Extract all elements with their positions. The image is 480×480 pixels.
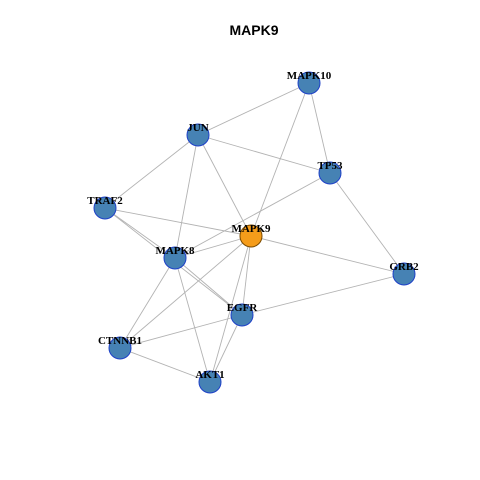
node-label-ctnnb1: CTNNB1 [98, 335, 142, 347]
edge-jun-tp53 [197, 134, 331, 174]
edge-mapk10-tp53 [308, 82, 331, 174]
node-jun [186, 123, 210, 147]
edge-jun-mapk8 [174, 134, 199, 259]
edge-mapk8-egfr [174, 257, 243, 316]
node-label-traf2: TRAF2 [87, 195, 123, 207]
node-label-egfr: EGFR [227, 302, 259, 314]
edge-traf2-mapk8 [104, 207, 176, 259]
edge-mapk9-akt1 [209, 235, 252, 383]
edge-mapk8-ctnnb1 [119, 257, 176, 349]
node-mapk9 [239, 224, 263, 248]
node-mapk10 [297, 71, 321, 95]
node-ctnnb1 [108, 336, 132, 360]
edge-tp53-grb2 [329, 172, 405, 275]
edge-mapk10-mapk9 [250, 82, 310, 237]
edge-mapk9-grb2 [250, 235, 405, 275]
node-layer [93, 71, 416, 394]
edge-jun-mapk10 [197, 82, 310, 136]
node-traf2 [93, 196, 117, 220]
node-label-mapk10: MAPK10 [287, 70, 332, 82]
edge-egfr-ctnnb1 [119, 314, 243, 349]
node-label-mapk9: MAPK9 [231, 223, 271, 235]
edge-mapk9-ctnnb1 [119, 235, 252, 349]
node-label-jun: JUN [187, 122, 208, 134]
node-akt1 [198, 370, 222, 394]
edge-layer [104, 82, 405, 383]
diagram-title: MAPK9 [229, 22, 278, 38]
edge-egfr-akt1 [209, 314, 243, 383]
edge-mapk9-mapk8 [174, 235, 252, 259]
edge-mapk9-egfr [241, 235, 252, 316]
node-mapk8 [163, 246, 187, 270]
node-tp53 [318, 161, 342, 185]
node-grb2 [392, 262, 416, 286]
node-label-akt1: AKT1 [195, 369, 224, 381]
node-label-grb2: GRB2 [389, 261, 419, 273]
edge-mapk8-akt1 [174, 257, 211, 383]
edge-traf2-mapk9 [104, 207, 252, 237]
edge-grb2-egfr [241, 273, 405, 316]
edge-ctnnb1-akt1 [119, 347, 211, 383]
edge-jun-mapk9 [197, 134, 252, 237]
edge-tp53-mapk8 [174, 172, 331, 259]
node-label-tp53: TP53 [317, 160, 343, 172]
node-label-mapk8: MAPK8 [155, 245, 195, 257]
edge-jun-traf2 [104, 134, 199, 209]
node-egfr [230, 303, 254, 327]
